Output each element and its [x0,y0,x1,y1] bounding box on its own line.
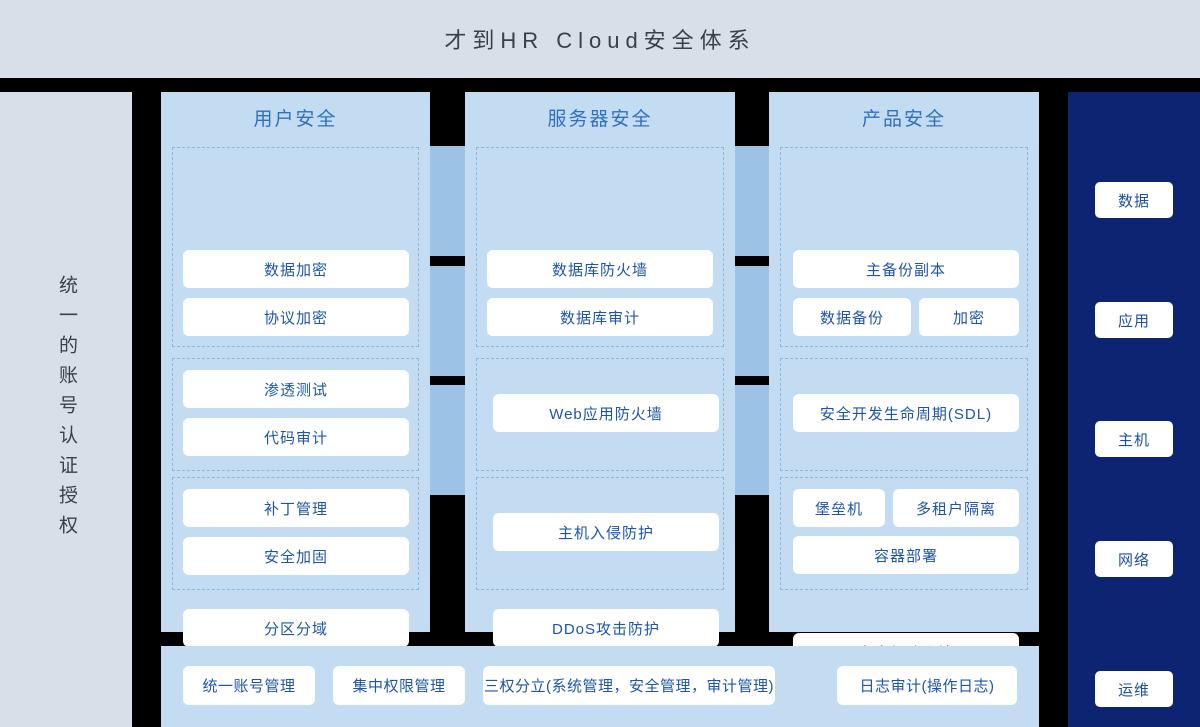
rail-chip-data[interactable]: 数据 [1095,182,1173,218]
column-title-server-security: 服务器安全 [547,108,653,130]
bridge-col2-col3-row1 [735,146,770,256]
chip-host-intrusion-protection[interactable]: 主机入侵防护 [493,513,719,551]
column-server-security: 服务器安全 数据库防火墙 数据库审计 Web应用防火墙 主机入侵防护 DDoS攻… [465,92,735,695]
chip-container-deployment[interactable]: 容器部署 [793,536,1019,574]
right-rail: 数据 应用 主机 网络 运维 [1068,92,1200,727]
page-title: 才到HR Cloud安全体系 [444,28,756,53]
chip-web-app-firewall[interactable]: Web应用防火墙 [493,394,719,432]
bridge-col2-col3-row3 [735,385,770,495]
header-bar: 才到HR Cloud安全体系 [0,0,1200,78]
column-title-user-security: 用户安全 [253,108,338,130]
chip-primary-backup-replica[interactable]: 主备份副本 [793,250,1019,288]
bottom-chip-unified-account-management[interactable]: 统一账号管理 [183,666,315,705]
chip-patch-management[interactable]: 补丁管理 [183,489,409,527]
chip-data-backup[interactable]: 数据备份 [793,298,911,336]
chip-partition-zoning[interactable]: 分区分域 [183,609,409,647]
bottom-chip-centralized-permission-management[interactable]: 集中权限管理 [333,666,465,705]
chip-ddos-protection[interactable]: DDoS攻击防护 [493,609,719,647]
column-title-product-security: 产品安全 [861,108,946,130]
chip-encryption[interactable]: 加密 [919,298,1019,336]
group-server-database [476,147,724,347]
group-server-hips [476,477,724,590]
group-product-isolation [780,477,1028,590]
bridge-col1-col2-row1 [430,146,465,256]
group-user-encryption [172,147,419,347]
chip-db-audit[interactable]: 数据库审计 [487,298,713,336]
bridge-col1-col2-row2 [430,266,465,376]
group-product-backup [780,147,1028,347]
bottom-chip-log-audit[interactable]: 日志审计(操作日志) [837,666,1017,705]
chip-bastion-host[interactable]: 堡垒机 [793,489,885,527]
chip-penetration-test[interactable]: 渗透测试 [183,370,409,408]
bottom-chip-separation-of-powers[interactable]: 三权分立(系统管理，安全管理，审计管理) [483,666,775,705]
chip-security-hardening[interactable]: 安全加固 [183,537,409,575]
chip-data-encryption[interactable]: 数据加密 [183,250,409,288]
column-user-security: 用户安全 数据加密 协议加密 渗透测试 代码审计 补丁管理 安全加固 分区分域 … [161,92,430,695]
rail-chip-ops[interactable]: 运维 [1095,671,1173,707]
column-product-security: 产品安全 主备份副本 数据备份 加密 安全开发生命周期(SDL) 堡垒机 多租户… [769,92,1039,671]
bottom-bar: 统一账号管理 集中权限管理 三权分立(系统管理，安全管理，审计管理) 日志审计(… [161,646,1039,727]
chip-sdl[interactable]: 安全开发生命周期(SDL) [793,394,1019,432]
group-user-testing [172,358,419,471]
left-rail-label: 统一的账号认证授权 [56,274,77,545]
chip-code-audit[interactable]: 代码审计 [183,418,409,456]
left-rail: 统一的账号认证授权 [0,92,132,727]
bridge-col2-col3-row2 [735,266,770,376]
group-product-sdl [780,358,1028,471]
group-user-hardening [172,477,419,590]
rail-chip-network[interactable]: 网络 [1095,541,1173,577]
chip-db-firewall[interactable]: 数据库防火墙 [487,250,713,288]
chip-protocol-encryption[interactable]: 协议加密 [183,298,409,336]
chip-multi-tenant-isolation[interactable]: 多租户隔离 [893,489,1019,527]
bridge-col1-col2-row3 [430,385,465,495]
group-server-waf [476,358,724,471]
rail-chip-host[interactable]: 主机 [1095,421,1173,457]
rail-chip-app[interactable]: 应用 [1095,302,1173,338]
